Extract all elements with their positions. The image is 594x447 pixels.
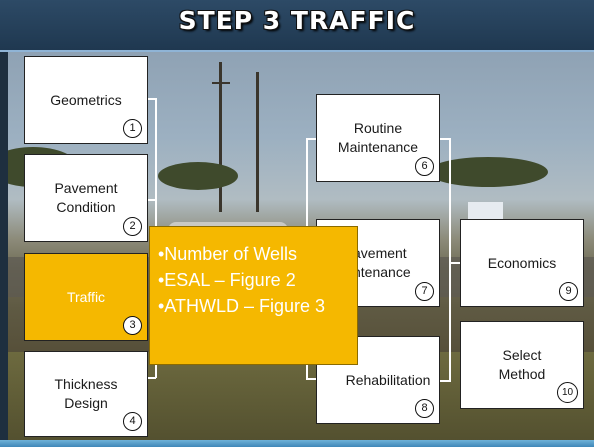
step-number: 9 [559,282,578,301]
step-number: 7 [415,282,434,301]
pavement-condition-box: Pavement Condition 2 [24,154,148,242]
label-line: Routine [353,120,403,136]
traffic-callout: •Number of Wells •ESAL – Figure 2 •ATHWL… [149,226,358,365]
pole-crossarm [212,82,230,84]
step-number: 8 [415,399,434,418]
tree [158,162,238,190]
connector-line [148,98,156,100]
geometrics-box: Geometrics 1 [24,56,148,144]
step-number: 1 [123,119,142,138]
thickness-design-label: Thickness Design [25,375,147,413]
callout-item: •ESAL – Figure 2 [158,270,296,290]
economics-box: Economics 9 [460,219,584,307]
step-number: 3 [123,316,142,335]
pavement-maintenance-label: avement ntenance [317,244,439,282]
connector-line [440,138,450,140]
label-line: Thickness [54,376,118,392]
geometrics-label: Geometrics [50,91,122,108]
routine-maintenance-box: Routine Maintenance 6 [316,94,440,182]
label-line: ntenance [353,264,411,280]
pavement-condition-label: Pavement Condition [25,179,147,217]
label-line: Select [502,347,542,363]
label-line: avement [353,245,407,261]
step-number: 6 [415,157,434,176]
label-line: Pavement [54,180,118,196]
tree [428,157,548,187]
select-method-label: Select Method [461,346,583,384]
connector-line [148,199,156,201]
connector-line [450,262,460,264]
road-sign [468,202,503,224]
routine-maintenance-label: Routine Maintenance [317,119,439,157]
connector-line [449,138,451,382]
title-band: STEP 3 TRAFFIC [0,0,594,52]
callout-item: •Number of Wells [158,244,298,264]
utility-pole [219,62,222,212]
rehabilitation-label: Rehabilitation [345,371,431,388]
connector-line [306,378,316,380]
thickness-design-box: Thickness Design 4 [24,351,148,437]
utility-pole [256,72,259,212]
connector-line [307,138,316,140]
label-line: Method [498,366,546,382]
step-number: 4 [123,412,142,431]
label-line: Condition [56,199,116,215]
bottom-accent-band [0,440,594,447]
step-number: 2 [123,217,142,236]
connector-line [440,380,450,382]
connector-line [148,377,156,379]
label-line: Maintenance [337,139,419,155]
economics-label: Economics [487,254,557,271]
traffic-box: Traffic 3 [24,253,148,341]
slide-title: STEP 3 TRAFFIC [178,6,416,35]
callout-item: •ATHWLD – Figure 3 [158,296,326,316]
label-line: Design [64,395,108,411]
step-number: 10 [557,382,578,403]
traffic-label: Traffic [66,288,106,305]
select-method-box: Select Method 10 [460,321,584,409]
